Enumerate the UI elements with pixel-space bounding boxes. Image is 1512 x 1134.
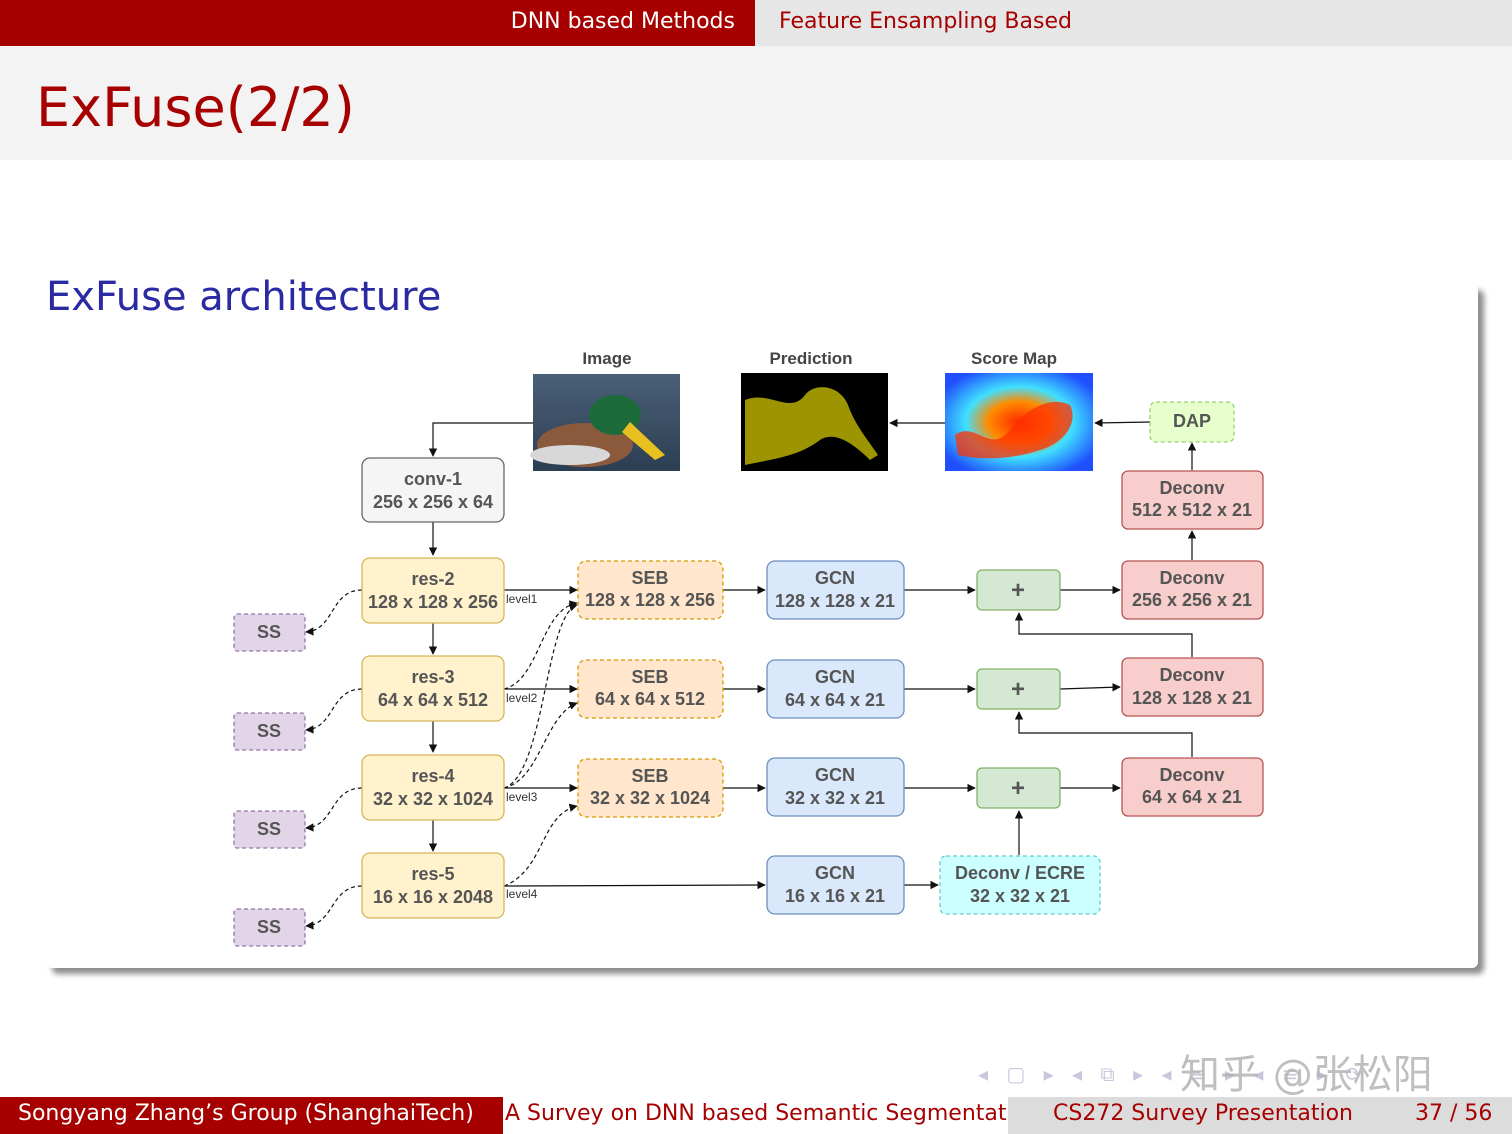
block-title: ExFuse architecture (46, 274, 442, 320)
top-navigation-bar: DNN based Methods Feature Ensampling Bas… (0, 0, 1512, 46)
gcn4-node: GCN 16 x 16 x 21 (766, 855, 905, 915)
level-label: level2 (506, 691, 538, 705)
gcn2-node: GCN 64 x 64 x 21 (766, 659, 905, 719)
node-shape: 256 x 256 x 64 (373, 492, 493, 512)
node-name: Deconv (1159, 665, 1224, 685)
section-dnn-methods[interactable]: DNN based Methods (510, 9, 735, 34)
seb3-node: SEB 32 x 32 x 1024 (577, 758, 724, 818)
node-name: res-4 (411, 766, 454, 786)
node-name: SS (257, 721, 281, 741)
level-label: level1 (506, 592, 538, 606)
level-label: level4 (506, 887, 538, 901)
res2-node: res-2 128 x 128 x 256 (361, 557, 505, 624)
footer-course: CS272 Survey Presentation (1053, 1101, 1353, 1126)
section-feature-ensampling[interactable]: Feature Ensampling Based (779, 9, 1072, 34)
input-image (530, 374, 680, 471)
node-name: SS (257, 819, 281, 839)
node-name: SS (257, 622, 281, 642)
beamer-navigation-symbols[interactable]: ◂ ▢ ▸ ◂ ⧉ ▸ ◂ ≡ ▸ ◂ ≡ ▸ ⟳ (978, 1062, 1369, 1086)
node-name: DAP (1173, 411, 1211, 431)
node-shape: 128 x 128 x 256 (368, 592, 498, 612)
footer-title-box: A Survey on DNN based Semantic Segmentat (503, 1097, 1008, 1134)
prediction-image (741, 373, 888, 471)
seb1-node: SEB 128 x 128 x 256 (577, 560, 724, 620)
footer-author-box: Songyang Zhang’s Group (ShanghaiTech) (0, 1097, 503, 1134)
node-name: GCN (815, 765, 855, 785)
footer-course-box: CS272 Survey Presentation 37 / 56 (1008, 1097, 1512, 1134)
deconv-128-node: Deconv 128 x 128 x 21 (1121, 657, 1264, 717)
gcn1-node: GCN 128 x 128 x 21 (766, 560, 905, 620)
node-name: GCN (815, 863, 855, 883)
node-name: res-2 (411, 569, 454, 589)
node-shape: 32 x 32 x 21 (785, 788, 885, 808)
node-shape: 512 x 512 x 21 (1132, 500, 1252, 520)
node-name: GCN (815, 667, 855, 687)
conv1-node: conv-1 256 x 256 x 64 (361, 457, 505, 523)
node-shape: 32 x 32 x 21 (970, 886, 1070, 906)
footer-page-number: 37 / 56 (1415, 1101, 1493, 1126)
node-shape: 32 x 32 x 1024 (373, 789, 493, 809)
node-name: Deconv (1159, 568, 1224, 588)
plus-sign: + (1011, 577, 1025, 604)
node-name: Deconv / ECRE (955, 863, 1085, 883)
plus-sign: + (1011, 775, 1025, 802)
plus-node-2: + (976, 668, 1061, 710)
frame-title-bar: ExFuse(2/2) (0, 46, 1512, 160)
section-nav-right[interactable]: Feature Ensampling Based (755, 0, 1512, 46)
plus-node-3: + (976, 767, 1061, 809)
gcn3-node: GCN 32 x 32 x 21 (766, 757, 905, 817)
node-shape: 64 x 64 x 512 (595, 689, 705, 709)
dap-node: DAP (1149, 401, 1235, 443)
node-name: SS (257, 917, 281, 937)
node-shape: 32 x 32 x 1024 (590, 788, 710, 808)
node-name: res-3 (411, 667, 454, 687)
res5-node: res-5 16 x 16 x 2048 (361, 852, 505, 919)
footer-talk-title: A Survey on DNN based Semantic Segmentat (505, 1101, 1007, 1126)
score-map-label: Score Map (971, 349, 1057, 368)
node-shape: 128 x 128 x 21 (1132, 688, 1252, 708)
ss-node: SS (233, 908, 306, 947)
node-shape: 16 x 16 x 2048 (373, 887, 493, 907)
node-shape: 128 x 128 x 21 (775, 591, 895, 611)
deconv-64-node: Deconv 64 x 64 x 21 (1121, 757, 1264, 817)
node-name: SEB (631, 568, 668, 588)
deconv-256-node: Deconv 256 x 256 x 21 (1121, 560, 1264, 620)
node-name: GCN (815, 568, 855, 588)
node-name: Deconv (1159, 765, 1224, 785)
score-map-image (945, 373, 1093, 471)
ss-node: SS (233, 810, 306, 849)
seb2-node: SEB 64 x 64 x 512 (577, 659, 724, 719)
ss-node: SS (233, 613, 306, 652)
dashed-connectors (305, 589, 578, 930)
solid-connectors (428, 418, 1197, 890)
node-name: Deconv (1159, 478, 1224, 498)
node-name: SEB (631, 667, 668, 687)
node-shape: 128 x 128 x 256 (585, 590, 715, 610)
node-shape: 64 x 64 x 21 (785, 690, 885, 710)
node-name: conv-1 (404, 469, 462, 489)
footer-bar: Songyang Zhang’s Group (ShanghaiTech) A … (0, 1097, 1512, 1134)
deconv-ecre-node: Deconv / ECRE 32 x 32 x 21 (939, 855, 1101, 915)
plus-node-1: + (976, 569, 1061, 611)
level-labels: level1 level2 level3 level4 (506, 592, 538, 901)
node-shape: 64 x 64 x 21 (1142, 787, 1242, 807)
node-name: res-5 (411, 864, 454, 884)
ss-node: SS (233, 712, 306, 751)
prediction-label: Prediction (769, 349, 852, 368)
zhihu-watermark: 知乎 @张松阳 (1180, 1052, 1433, 1098)
plus-sign: + (1011, 676, 1025, 703)
node-shape: 64 x 64 x 512 (378, 690, 488, 710)
image-label: Image (582, 349, 631, 368)
slide-title: ExFuse(2/2) (36, 76, 355, 139)
node-shape: 256 x 256 x 21 (1132, 590, 1252, 610)
node-shape: 16 x 16 x 21 (785, 886, 885, 906)
node-name: SEB (631, 766, 668, 786)
section-nav-left[interactable]: DNN based Methods (0, 0, 755, 46)
res3-node: res-3 64 x 64 x 512 (361, 655, 505, 722)
deconv-512-node: Deconv 512 x 512 x 21 (1121, 470, 1264, 530)
level-label: level3 (506, 790, 538, 804)
footer-author: Songyang Zhang’s Group (ShanghaiTech) (18, 1101, 474, 1126)
res4-node: res-4 32 x 32 x 1024 (361, 754, 505, 821)
